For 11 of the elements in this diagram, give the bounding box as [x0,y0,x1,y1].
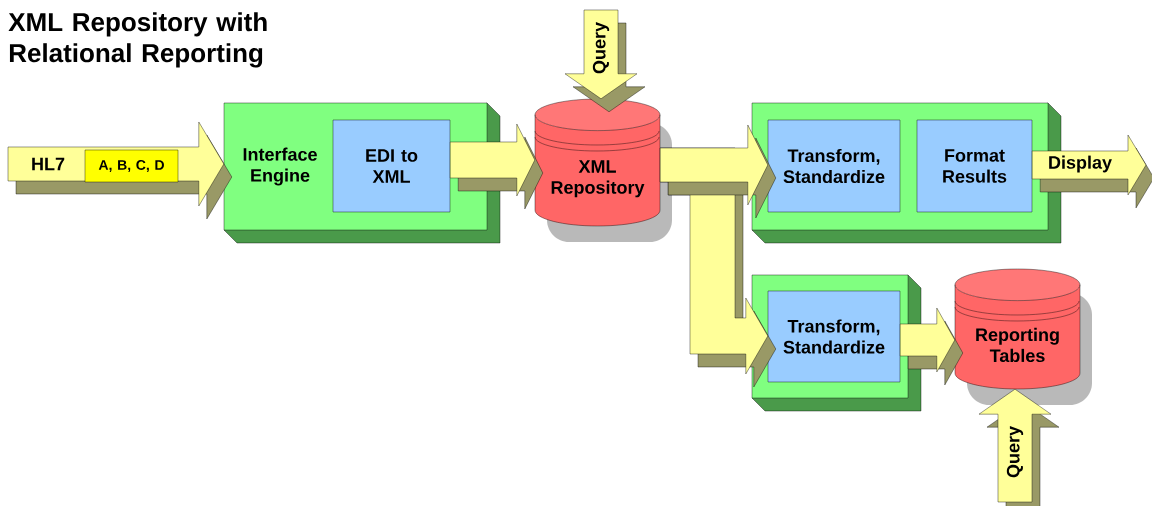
process-box: Format Results [916,119,1033,213]
arrow [450,123,543,210]
database-cylinder: XML Repository [534,98,672,242]
process-box: EDI to XML [332,119,451,213]
arrow [900,307,963,386]
process-box: Transform, Standardize [767,119,901,213]
database-cylinder: Reporting Tables [954,268,1092,405]
arrow [660,124,776,219]
process-box: Transform, Standardize [767,290,901,383]
title: XML Repository with Relational Reporting [8,12,267,68]
tag-box: A, B, C, D [84,149,179,183]
